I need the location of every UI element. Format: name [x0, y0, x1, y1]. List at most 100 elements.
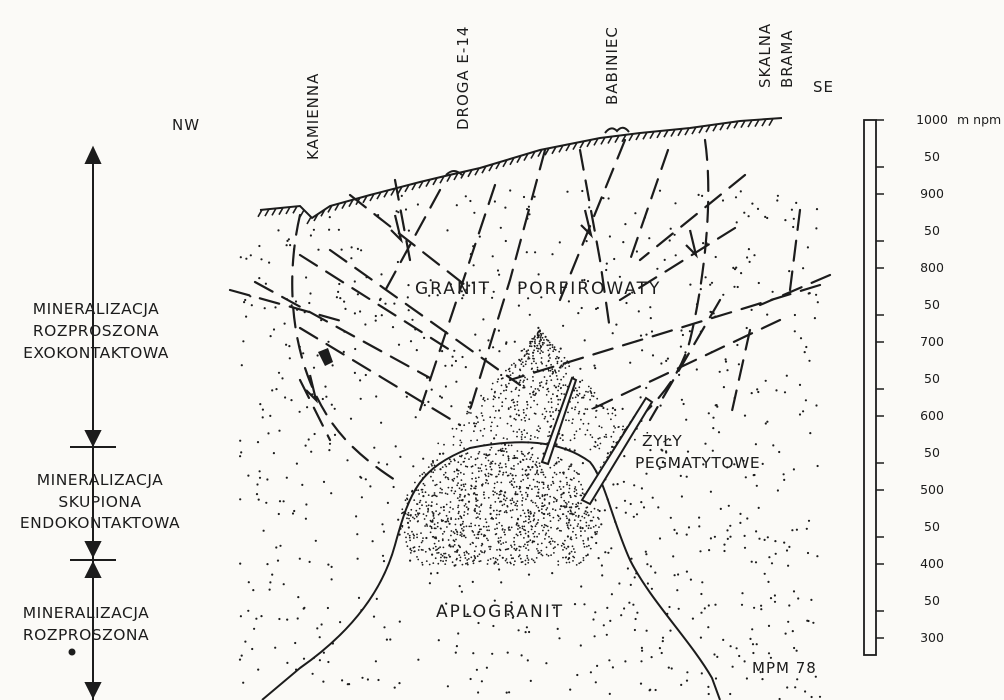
place-skalna: SKALNA — [756, 23, 774, 88]
cone-stipple-dot — [522, 381, 524, 383]
cone-stipple-dot — [540, 361, 542, 363]
dense-stipple-dot — [455, 518, 457, 520]
cone-stipple-dot — [530, 435, 532, 437]
dense-stipple-dot — [454, 471, 456, 473]
dense-stipple-dot — [547, 513, 549, 515]
dense-stipple-dot — [475, 464, 477, 466]
dense-stipple-dot — [583, 557, 585, 559]
dense-stipple-dot — [514, 481, 516, 483]
dense-stipple-dot — [404, 532, 406, 534]
cone-stipple-dot — [622, 429, 624, 431]
dense-stipple-dot — [506, 512, 508, 514]
stipple-dot — [369, 485, 371, 487]
cone-stipple-dot — [613, 441, 615, 443]
dense-stipple-dot — [452, 545, 454, 547]
stipple-dot — [636, 513, 638, 515]
stipple-dot — [708, 549, 710, 551]
cone-stipple-dot — [505, 389, 507, 391]
dense-stipple-dot — [423, 472, 425, 474]
stipple-dot — [708, 693, 710, 695]
stipple-dot — [743, 212, 745, 214]
stipple-dot — [343, 301, 345, 303]
cone-stipple-dot — [519, 359, 521, 361]
stipple-dot — [498, 330, 500, 332]
stipple-dot — [398, 682, 400, 684]
stipple-dot — [377, 679, 379, 681]
stipple-dot — [678, 608, 680, 610]
dense-stipple-dot — [537, 457, 539, 459]
dense-stipple-dot — [535, 502, 537, 504]
dense-stipple-dot — [543, 483, 545, 485]
dense-stipple-dot — [463, 473, 465, 475]
dense-stipple-dot — [559, 518, 561, 520]
stipple-dot — [354, 348, 356, 350]
dense-stipple-dot — [486, 469, 488, 471]
stipple-dot — [339, 621, 341, 623]
dense-stipple-dot — [460, 464, 462, 466]
dense-stipple-dot — [458, 505, 460, 507]
dense-stipple-dot — [520, 461, 522, 463]
dense-stipple-dot — [462, 530, 464, 532]
dense-stipple-dot — [543, 474, 545, 476]
cone-stipple-dot — [476, 416, 478, 418]
dense-stipple-dot — [448, 539, 450, 541]
cone-stipple-dot — [491, 447, 493, 449]
stipple-dot — [712, 427, 714, 429]
dense-stipple-dot — [432, 471, 434, 473]
dense-stipple-dot — [543, 487, 545, 489]
stipple-dot — [286, 619, 288, 621]
dense-stipple-dot — [587, 537, 589, 539]
dense-stipple-dot — [576, 537, 578, 539]
stipple-dot — [399, 621, 401, 623]
dense-stipple-dot — [587, 539, 589, 541]
dense-stipple-dot — [525, 520, 527, 522]
cone-stipple-dot — [480, 395, 482, 397]
cone-stipple-dot — [534, 413, 536, 415]
dense-stipple-dot — [570, 524, 572, 526]
cone-stipple-dot — [500, 393, 502, 395]
stipple-dot — [360, 398, 362, 400]
dense-stipple-dot — [494, 562, 496, 564]
stipple-dot — [739, 513, 741, 515]
stipple-dot — [397, 261, 399, 263]
stipple-dot — [406, 396, 408, 398]
dense-stipple-dot — [537, 550, 539, 552]
scale-label: 50 — [924, 297, 940, 312]
dense-stipple-dot — [519, 488, 521, 490]
dense-stipple-dot — [541, 512, 543, 514]
stipple-dot — [622, 241, 624, 243]
dense-stipple-dot — [475, 497, 477, 499]
dense-stipple-dot — [572, 503, 574, 505]
dense-stipple-dot — [554, 541, 556, 543]
stipple-dot — [305, 276, 307, 278]
dense-stipple-dot — [541, 481, 543, 483]
cone-stipple-dot — [443, 444, 445, 446]
stipple-dot — [409, 560, 411, 562]
dense-stipple-dot — [590, 511, 592, 513]
cone-stipple-dot — [521, 358, 523, 360]
stipple-dot — [274, 647, 276, 649]
cone-stipple-dot — [550, 364, 552, 366]
stipple-dot — [386, 463, 388, 465]
stipple-dot — [302, 352, 304, 354]
dense-stipple-dot — [461, 535, 463, 537]
dense-stipple-dot — [447, 518, 449, 520]
stipple-dot — [683, 403, 685, 405]
stipple-dot — [707, 626, 709, 628]
stipple-dot — [686, 476, 688, 478]
stipple-dot — [259, 470, 261, 472]
stipple-dot — [446, 229, 448, 231]
stipple-dot — [472, 652, 474, 654]
cone-stipple-dot — [477, 421, 479, 423]
stipple-dot — [514, 341, 516, 343]
stipple-dot — [359, 379, 361, 381]
cone-stipple-dot — [542, 337, 544, 339]
cone-stipple-dot — [476, 439, 478, 441]
dense-stipple-dot — [580, 562, 582, 564]
stipple-dot — [766, 421, 768, 423]
dense-stipple-dot — [420, 500, 422, 502]
dense-stipple-dot — [447, 519, 449, 521]
cone-stipple-dot — [508, 445, 510, 447]
dense-stipple-dot — [463, 461, 465, 463]
dense-stipple-dot — [427, 509, 429, 511]
